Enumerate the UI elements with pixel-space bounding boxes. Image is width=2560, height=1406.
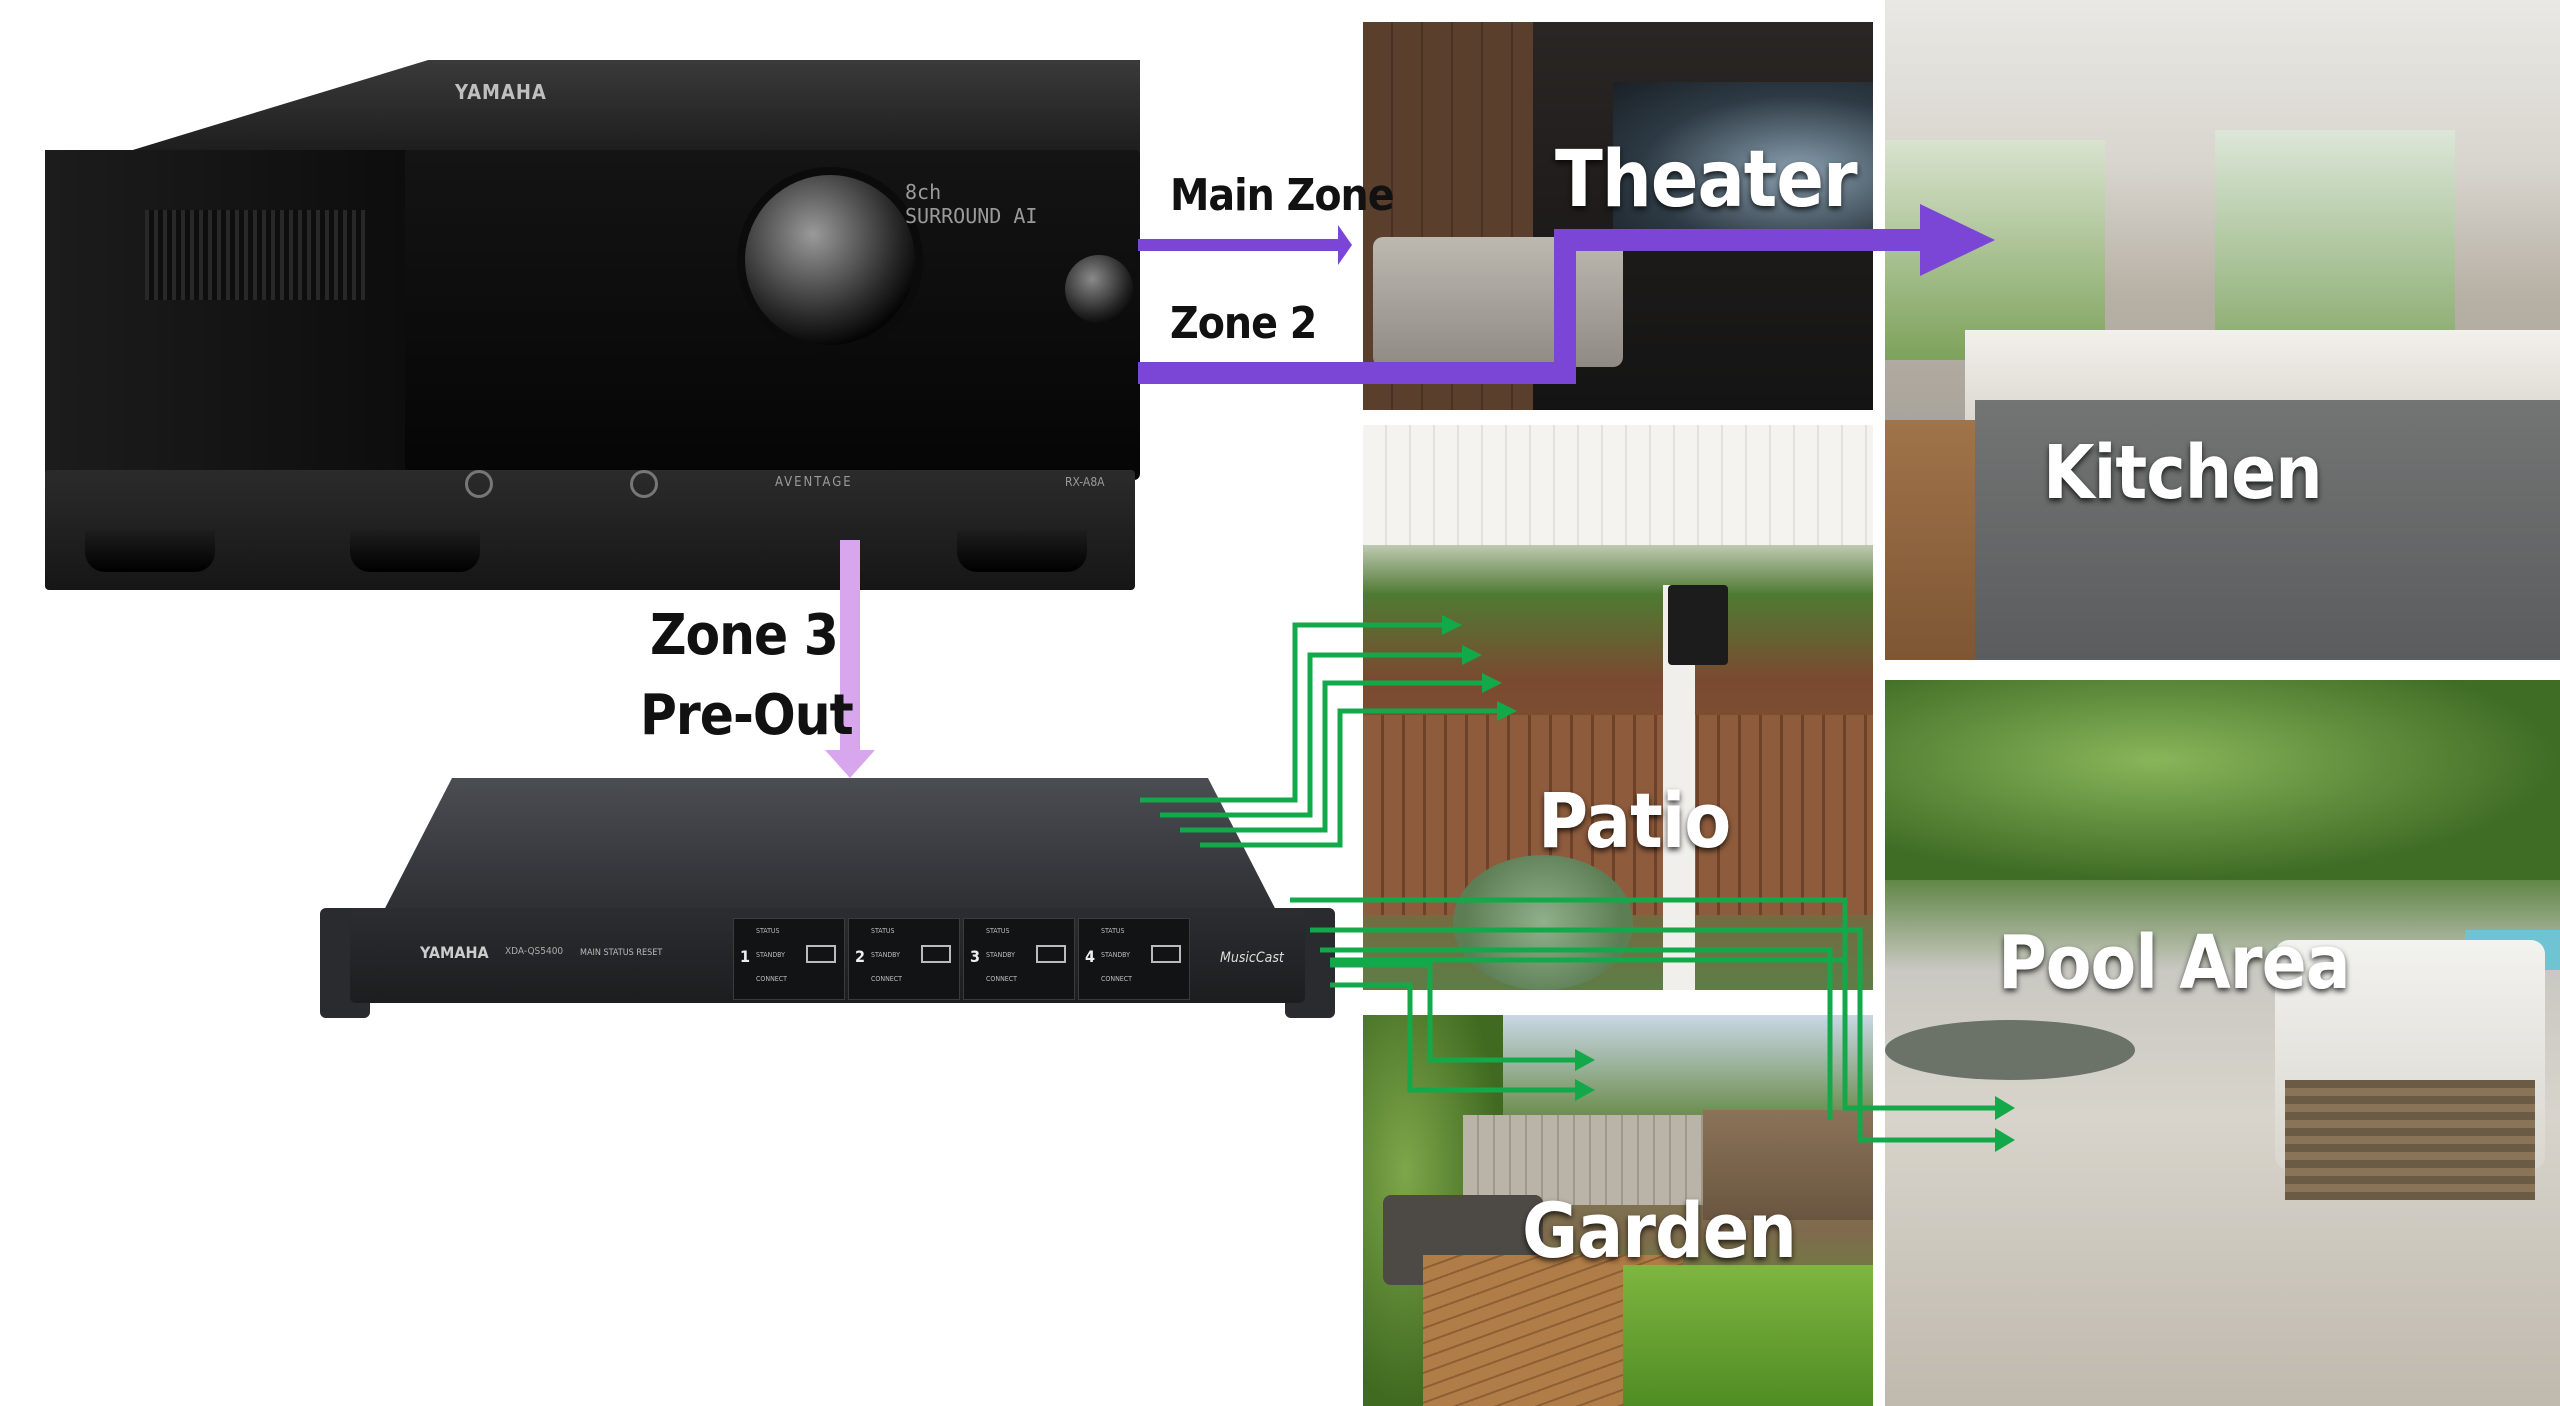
zone3-label-line2: Pre-Out	[640, 683, 854, 748]
channel-status-label: STATUS	[756, 927, 780, 935]
wood-floor	[1885, 420, 1975, 660]
amp-top-panel	[380, 778, 1280, 918]
receiver-foot	[350, 530, 480, 572]
receiver-series: AVENTAGE	[775, 475, 853, 490]
channel-number: 3	[970, 947, 981, 966]
channel-status-label: STATUS	[1101, 927, 1125, 935]
amp-front-panel: YAMAHA XDA-QS5400 MAIN STATUS RESET 1 ST…	[350, 908, 1305, 1003]
amp-status-text: MAIN STATUS RESET	[580, 948, 663, 958]
pool-arrowheads	[1995, 1096, 2015, 1152]
receiver-lower-panel	[45, 470, 1135, 590]
receiver-vents	[145, 210, 365, 300]
garden-arrowheads	[1575, 1049, 1595, 1101]
amp-channel: 2 STATUS STANDBY CONNECT	[848, 918, 960, 1000]
channel-number: 4	[1085, 947, 1096, 966]
outdoor-speaker	[1668, 585, 1728, 665]
garden-label: Garden	[1522, 1186, 1797, 1275]
zone2-arrow	[1138, 204, 1995, 384]
patio-photo	[1363, 425, 1873, 990]
garden-lawn	[1623, 1265, 1873, 1406]
sofa-frame	[2285, 1080, 2535, 1200]
channel-connect-label: CONNECT	[986, 975, 1017, 983]
main-zone-label: Main Zone	[1170, 170, 1395, 221]
channel-number: 2	[855, 947, 866, 966]
garden-photo	[1363, 1015, 1873, 1406]
channel-status-label: STATUS	[986, 927, 1010, 935]
theater-label: Theater	[1555, 135, 1858, 225]
display-line-1: 8ch	[905, 180, 942, 204]
power-button	[465, 470, 493, 498]
usb-port	[1036, 945, 1066, 963]
garden-gazebo	[1703, 1110, 1873, 1220]
pool-area-photo	[1885, 680, 2560, 1406]
receiver-foot	[85, 530, 215, 572]
channel-connect-label: CONNECT	[871, 975, 902, 983]
receiver-side-panel	[45, 150, 405, 480]
usb-port	[806, 945, 836, 963]
amp-channel: 3 STATUS STANDBY CONNECT	[963, 918, 1075, 1000]
kitchen-window	[2215, 130, 2455, 360]
pool-speaker-lines	[1290, 897, 2000, 1143]
display-line-2: SURROUND AI	[905, 204, 1038, 228]
main-zone-arrow	[1138, 225, 1352, 265]
amp-channel: 4 STATUS STANDBY CONNECT	[1078, 918, 1190, 1000]
channel-standby-label: STANDBY	[871, 951, 900, 959]
kitchen-label: Kitchen	[2043, 430, 2323, 516]
garden-speaker-lines	[1330, 962, 1580, 1093]
channel-connect-label: CONNECT	[1101, 975, 1132, 983]
receiver-display: 8ch SURROUND AI	[905, 180, 1037, 228]
patio-table	[1885, 1020, 2135, 1080]
musiccast-logo: MusicCast	[1220, 950, 1284, 966]
receiver-foot	[957, 530, 1087, 572]
kitchen-island	[1975, 400, 2560, 660]
projection-screen	[1613, 82, 1873, 232]
amp-model: XDA-QS5400	[505, 946, 564, 957]
multi-zone-amplifier: YAMAHA XDA-QS5400 MAIN STATUS RESET 1 ST…	[320, 778, 1335, 1018]
phones-jack	[630, 470, 658, 498]
theater-photo	[1363, 22, 1873, 410]
volume-knob	[745, 175, 915, 345]
input-knob	[1065, 255, 1133, 323]
patio-label: Patio	[1538, 776, 1731, 865]
zone3-arrow	[825, 540, 875, 778]
channel-standby-label: STANDBY	[1101, 951, 1130, 959]
zone3-label-line1: Zone 3	[650, 603, 839, 668]
patio-speaker-lines	[1140, 622, 1500, 848]
receiver-brand-logo: YAMAHA	[455, 80, 547, 104]
kitchen-photo	[1885, 0, 2560, 660]
channel-standby-label: STANDBY	[986, 951, 1015, 959]
usb-port	[921, 945, 951, 963]
patio-plant	[1453, 855, 1633, 990]
channel-status-label: STATUS	[871, 927, 895, 935]
amp-channel: 1 STATUS STANDBY CONNECT	[733, 918, 845, 1000]
patio-arrowheads	[1442, 615, 1517, 721]
patio-ceiling	[1363, 425, 1873, 545]
amp-brand-logo: YAMAHA	[420, 943, 489, 962]
wood-fence	[1363, 715, 1873, 915]
zone2-label: Zone 2	[1170, 298, 1317, 349]
receiver-model: RX-A8A	[1065, 475, 1105, 489]
usb-port	[1151, 945, 1181, 963]
garden-fence	[1463, 1115, 1743, 1205]
channel-connect-label: CONNECT	[756, 975, 787, 983]
pool-trees	[1885, 680, 2560, 880]
channel-number: 1	[740, 947, 751, 966]
pool-area-label: Pool Area	[1998, 920, 2351, 1006]
channel-standby-label: STANDBY	[756, 951, 785, 959]
av-receiver: YAMAHA 8ch SURROUND AI AVENTAGE RX-A8A	[45, 60, 1140, 590]
sofa	[1373, 237, 1623, 367]
